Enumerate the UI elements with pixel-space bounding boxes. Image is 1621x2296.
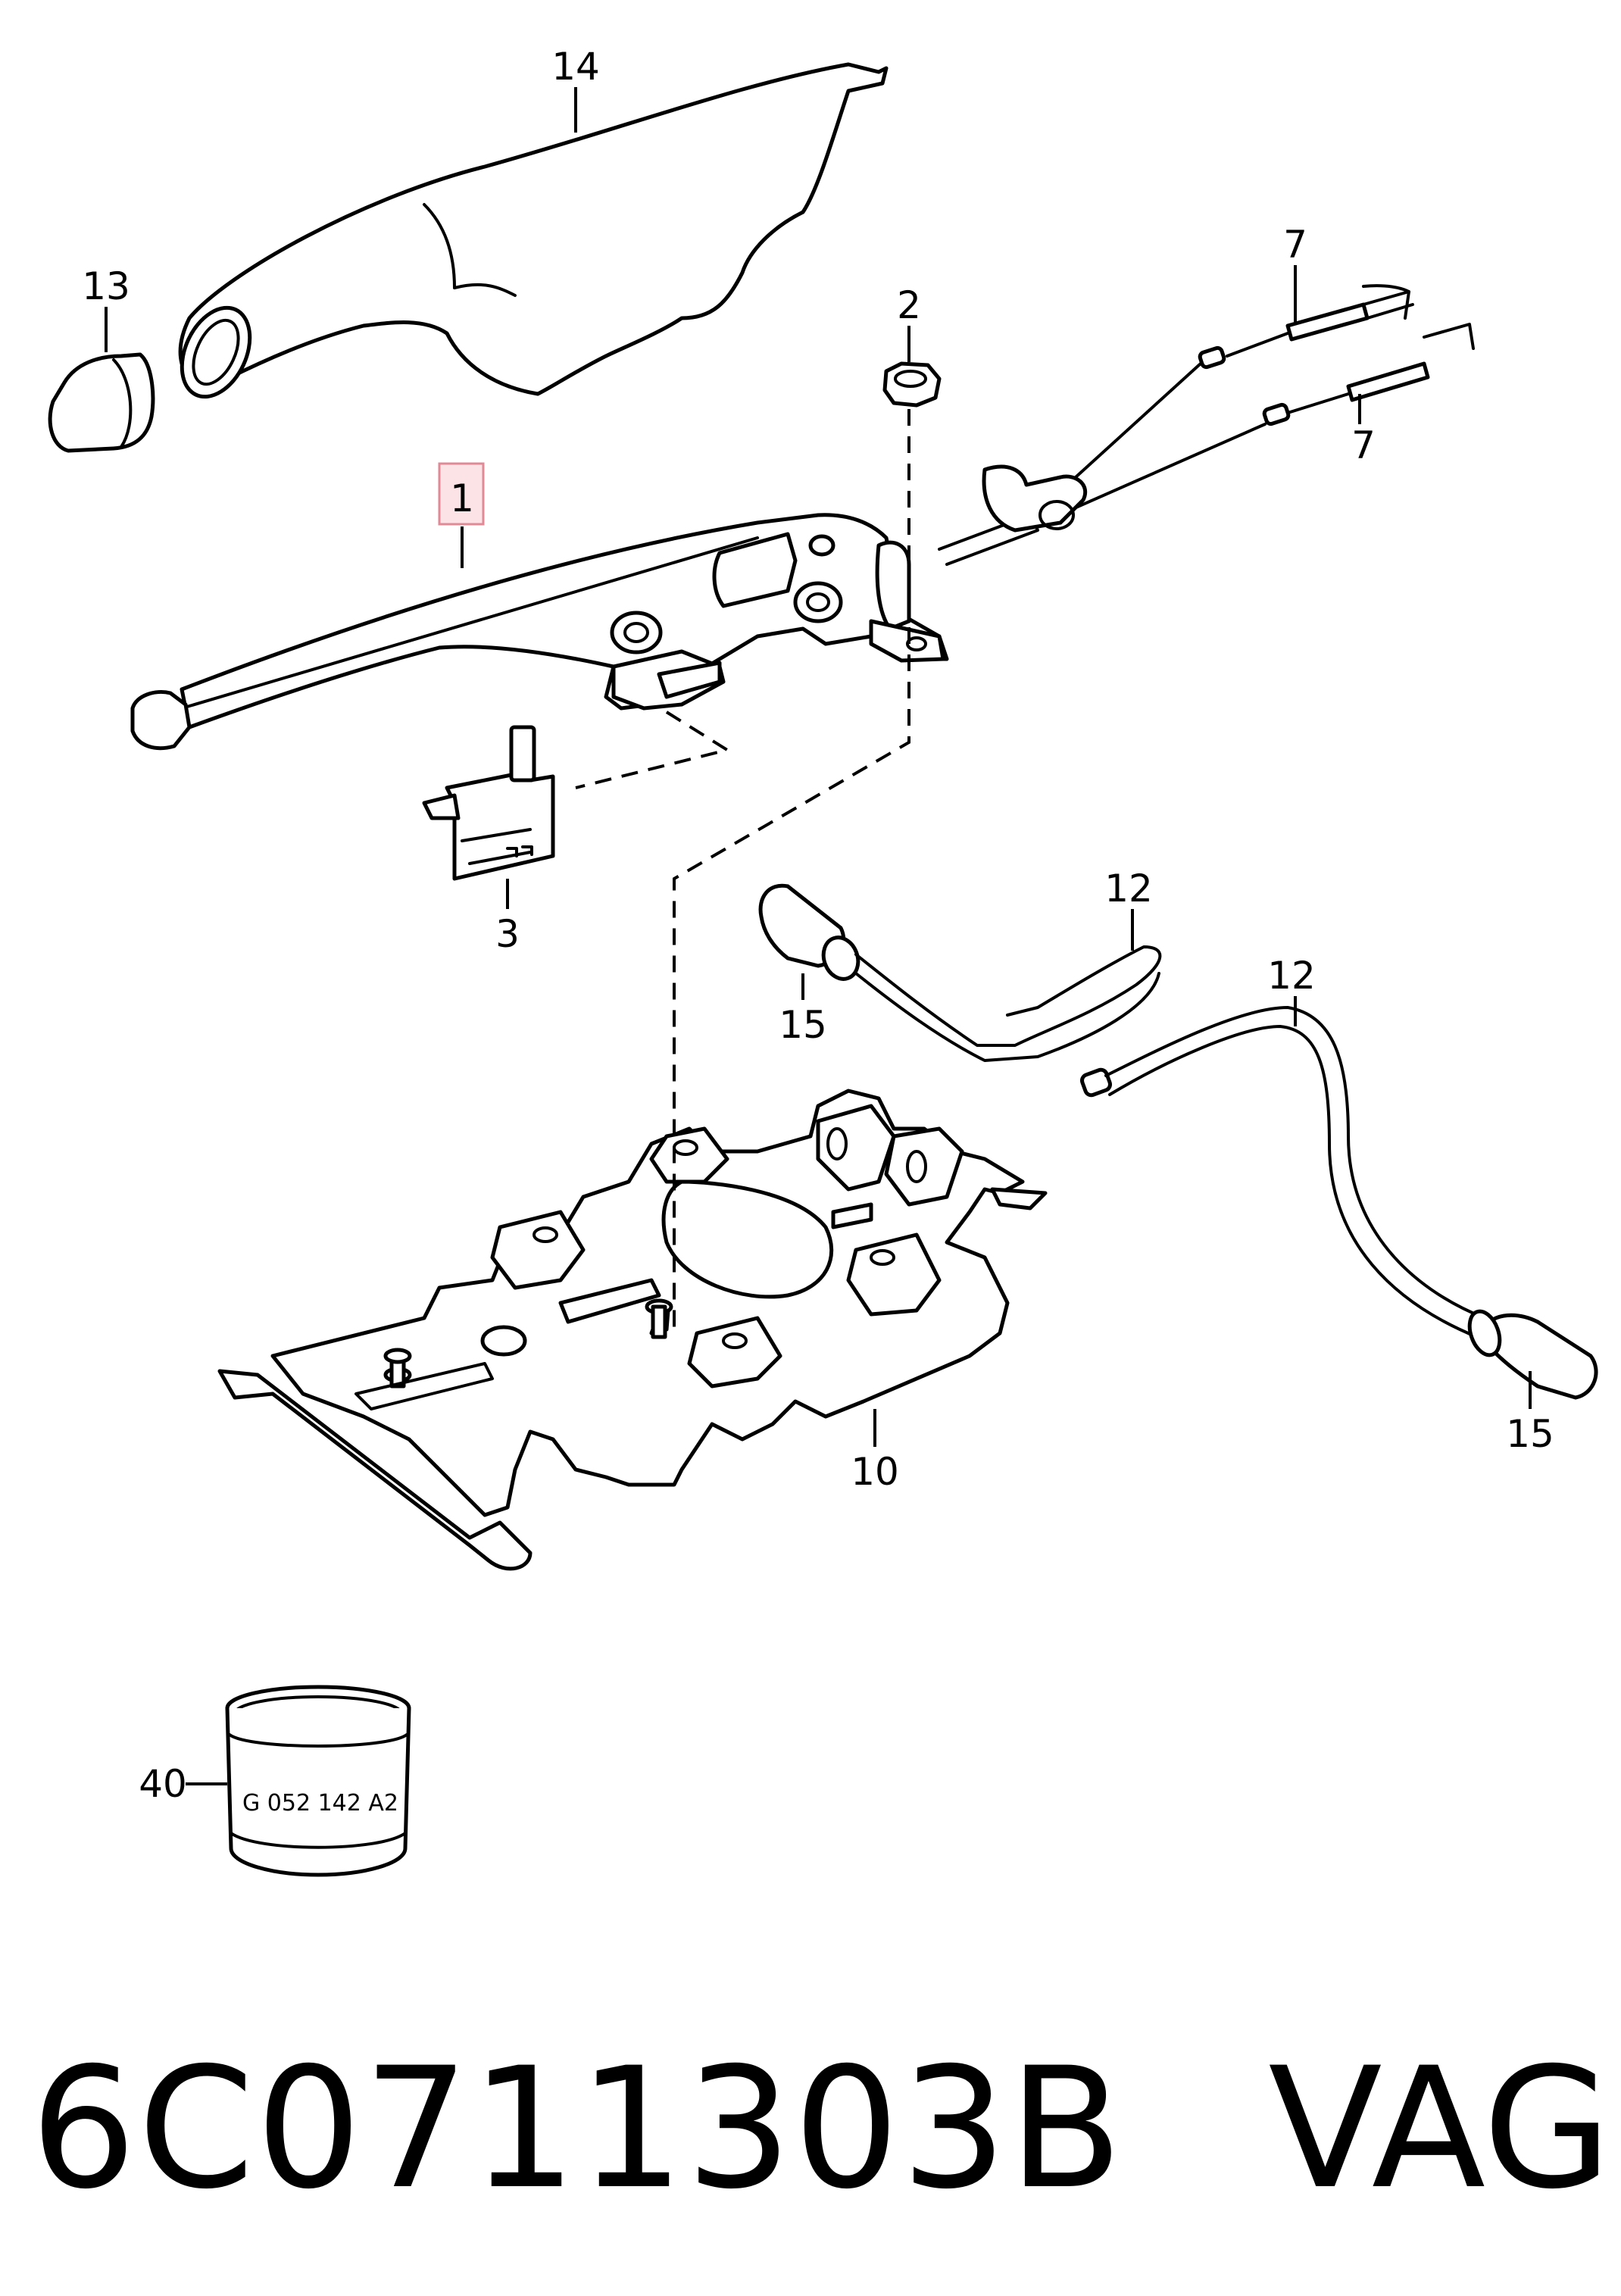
brand-name: VAG xyxy=(1268,2032,1612,2226)
part-13-knob-cap xyxy=(48,352,155,453)
callout-3: 3 xyxy=(495,912,520,956)
part-7-brake-cables xyxy=(1032,284,1475,524)
part-number-footer: 6C0711303B VAG xyxy=(30,2015,1612,2242)
cup-marking-text: G 052 142 A2 xyxy=(242,1790,398,1816)
part-12-hose-lower xyxy=(1079,1006,1598,1400)
part-40-cup: G 052 142 A2 xyxy=(225,1685,411,1877)
callout-2: 2 xyxy=(897,283,921,327)
callout-14: 14 xyxy=(551,45,600,89)
callout-13: 13 xyxy=(82,264,130,308)
callout-15-lower: 15 xyxy=(1506,1412,1554,1456)
callout-40: 40 xyxy=(139,1762,187,1806)
part-number: 6C0711303B xyxy=(30,2032,1125,2226)
leader-lines xyxy=(105,87,1532,1785)
part-10-mounting-bracket xyxy=(217,1089,1048,1571)
connection-lines xyxy=(575,409,910,1333)
callout-labels: 14 13 2 7 7 1 3 12 12 15 15 10 40 xyxy=(82,45,1554,1806)
callout-1: 1 xyxy=(450,476,474,520)
part-14-lever-boot xyxy=(178,62,889,399)
callout-12-upper: 12 xyxy=(1104,867,1153,911)
callout-1-highlight xyxy=(438,462,485,526)
callout-12-lower: 12 xyxy=(1267,954,1316,998)
callout-7-lower: 7 xyxy=(1351,423,1376,467)
part-1-handbrake-lever xyxy=(130,464,1088,751)
part-12-hose-upper xyxy=(758,883,1162,1062)
callout-15-upper: 15 xyxy=(779,1003,827,1047)
callout-7-upper: 7 xyxy=(1283,223,1307,267)
callout-10: 10 xyxy=(851,1450,899,1494)
part-3-switch xyxy=(422,725,555,881)
part-2-nut xyxy=(882,361,942,408)
